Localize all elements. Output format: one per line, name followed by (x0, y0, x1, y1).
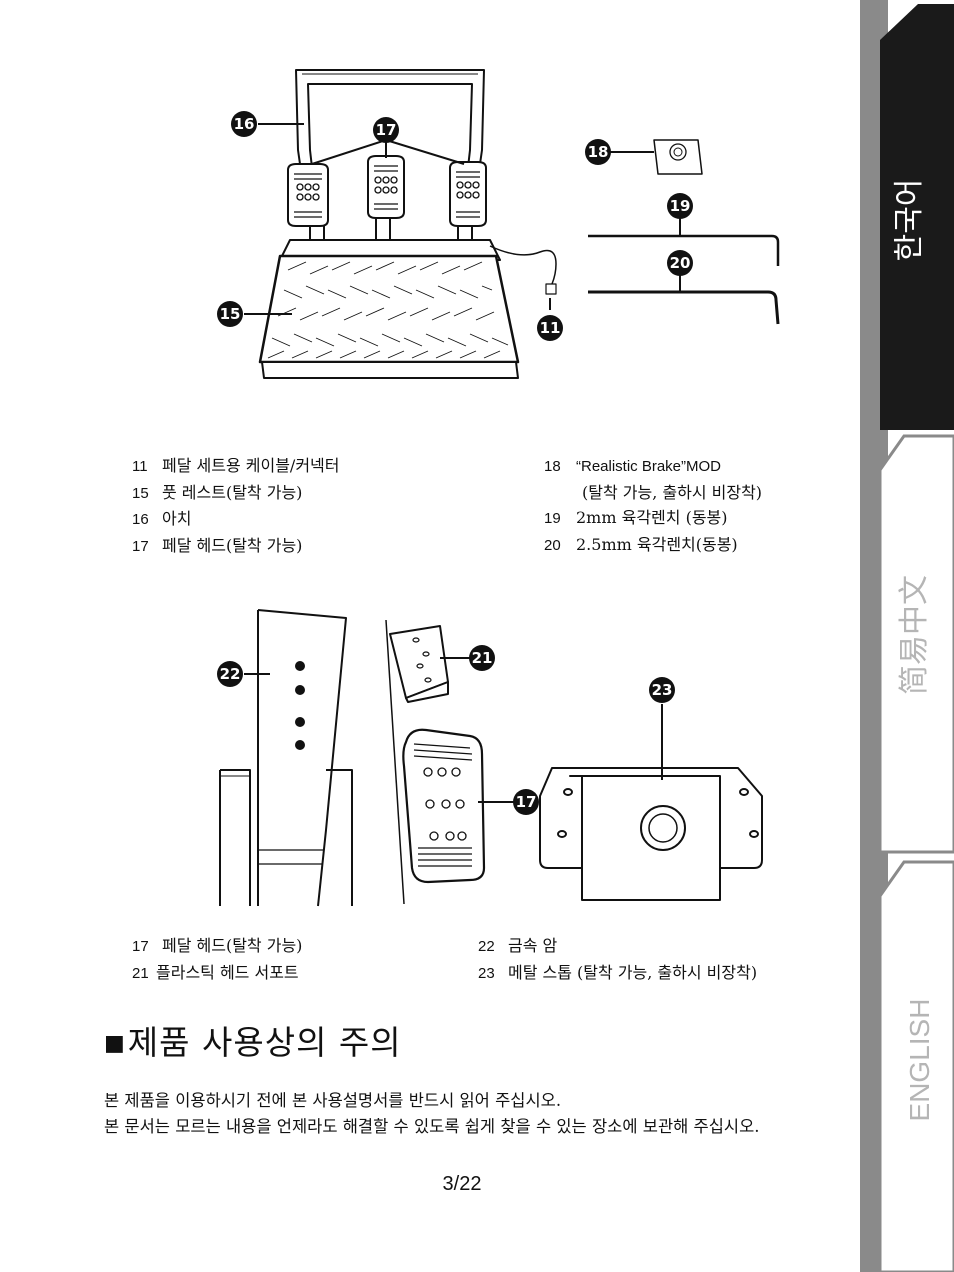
svg-text:15: 15 (220, 305, 241, 323)
callout-21: 21 (469, 645, 495, 671)
tab-korean[interactable]: 한국어 (892, 178, 927, 262)
svg-text:18: 18 (588, 143, 609, 161)
callout-18: 18 (585, 139, 611, 165)
callout-23: 23 (649, 677, 675, 703)
notice-body: 본 제품을 이용하시기 전에 본 사용설명서를 반드시 읽어 주십시오. 본 문… (104, 1088, 840, 1140)
section-bullet-icon: ■ (104, 1031, 126, 1056)
callout-16: 16 (231, 111, 257, 137)
legend-right-1: 18“Realistic Brake”MOD (탈착 가능, 출하시 비장착) … (544, 453, 762, 558)
paragraph: 본 제품을 이용하시기 전에 본 사용설명서를 반드시 읽어 주십시오. (104, 1091, 562, 1110)
callout-20: 20 (667, 250, 693, 276)
pedal-detail-illustration: 22 21 23 17 (217, 609, 763, 907)
svg-text:23: 23 (652, 681, 673, 699)
callout-11: 11 (537, 315, 563, 341)
callout-22: 22 (217, 661, 243, 687)
callout-15: 15 (217, 301, 243, 327)
svg-text:22: 22 (220, 665, 241, 683)
callout-17: 17 (513, 789, 539, 815)
page-number: 3/22 (442, 1173, 482, 1195)
legend-item: (탈착 가능, 출하시 비장착) (582, 482, 763, 502)
legend-item: 18“Realistic Brake”MOD (544, 458, 722, 475)
svg-text:21: 21 (472, 649, 493, 667)
callout-17: 17 (373, 117, 399, 143)
paragraph: 본 문서는 모르는 내용을 언제라도 해결할 수 있도록 쉽게 찾을 수 있는 … (104, 1117, 760, 1136)
svg-text:19: 19 (670, 197, 691, 215)
svg-text:17: 17 (376, 121, 397, 139)
svg-text:16: 16 (234, 115, 255, 133)
tab-english[interactable]: ENGLISH (904, 998, 935, 1122)
svg-text:17: 17 (516, 793, 537, 811)
language-tabs (860, 0, 954, 1272)
tab-simplified-chinese[interactable]: 简易中文 (897, 575, 932, 695)
section-title: ■제품 사용상의 주의 (104, 1023, 402, 1062)
pedal-set-illustration: 16 17 18 19 20 15 11 (217, 69, 780, 379)
svg-text:20: 20 (670, 254, 691, 272)
svg-text:11: 11 (540, 319, 561, 337)
callout-19: 19 (667, 193, 693, 219)
